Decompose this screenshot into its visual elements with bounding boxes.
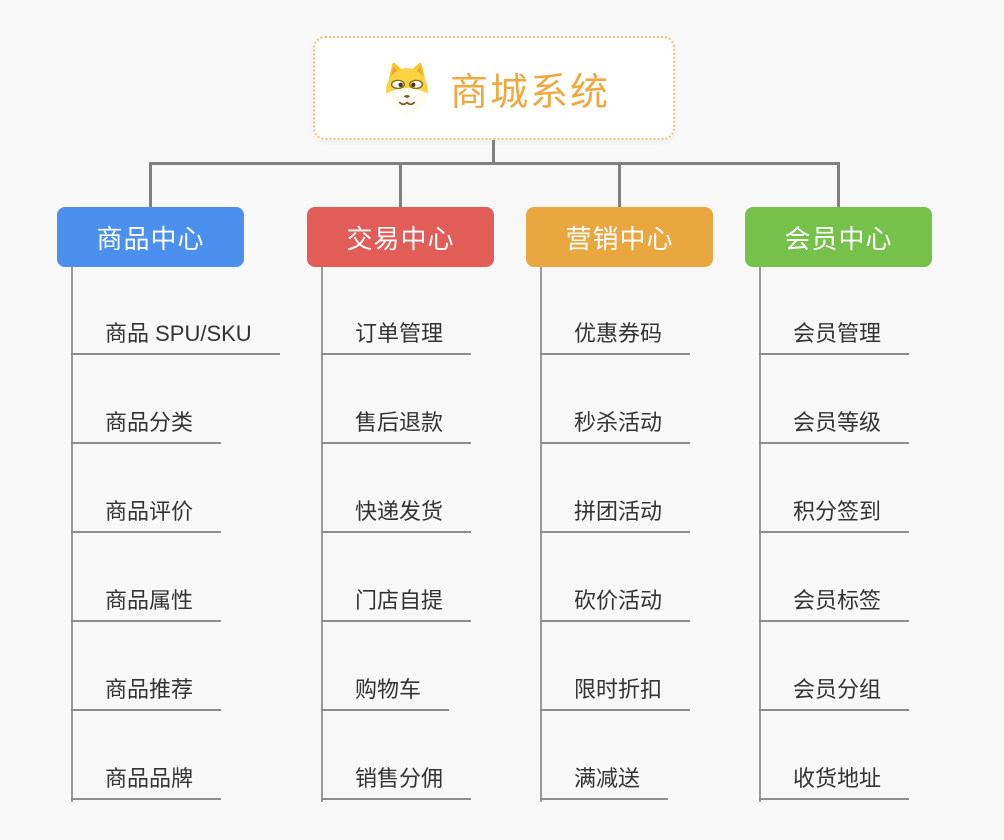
connector-bus [149,162,840,165]
branch-trunk [540,267,542,802]
tree-item[interactable]: 秒杀活动 [540,406,691,444]
tree-item[interactable]: 商品品牌 [71,762,222,800]
tree-item[interactable]: 满减送 [540,762,669,800]
tree-item[interactable]: 收货地址 [759,762,910,800]
tree-item[interactable]: 限时折扣 [540,673,691,711]
tree-item[interactable]: 优惠券码 [540,317,691,355]
tree-item[interactable]: 拼团活动 [540,495,691,533]
branch-node-goods[interactable]: 商品中心 [57,207,244,267]
branch-trunk [321,267,323,802]
tree-item[interactable]: 订单管理 [321,317,472,355]
tree-item[interactable]: 会员管理 [759,317,910,355]
branch-column-trade: 交易中心 订单管理 售后退款 快递发货 门店自提 购物车 销售分佣 [307,0,567,840]
tree-item[interactable]: 商品评价 [71,495,222,533]
tree-item[interactable]: 砍价活动 [540,584,691,622]
root-node[interactable]: 商城系统 [313,36,675,140]
tree-item[interactable]: 商品推荐 [71,673,222,711]
connector-stem [492,140,495,164]
branch-trunk [71,267,73,802]
tree-item[interactable]: 会员分组 [759,673,910,711]
connector-drop [837,162,840,208]
tree-item[interactable]: 门店自提 [321,584,472,622]
connector-drop [399,162,402,208]
tree-item[interactable]: 购物车 [321,673,450,711]
connector-drop [149,162,152,208]
root-title: 商城系统 [449,71,610,114]
branch-node-trade[interactable]: 交易中心 [307,207,494,267]
tree-item[interactable]: 商品分类 [71,406,222,444]
branch-column-members: 会员中心 会员管理 会员等级 积分签到 会员标签 会员分组 收货地址 [745,0,1004,840]
branch-node-marketing[interactable]: 营销中心 [526,207,713,267]
connector-drop [618,162,621,208]
tree-item[interactable]: 积分签到 [759,495,910,533]
branch-trunk [759,267,761,802]
branch-column-marketing: 营销中心 优惠券码 秒杀活动 拼团活动 砍价活动 限时折扣 满减送 [526,0,786,840]
tree-item[interactable]: 会员等级 [759,406,910,444]
tree-item[interactable]: 售后退款 [321,406,472,444]
branch-column-goods: 商品中心 商品 SPU/SKU 商品分类 商品评价 商品属性 商品推荐 商品品牌 [57,0,317,840]
dog-face-icon [386,62,428,114]
branch-node-members[interactable]: 会员中心 [745,207,932,267]
tree-item[interactable]: 销售分佣 [321,762,472,800]
tree-item[interactable]: 商品 SPU/SKU [71,317,280,355]
tree-item[interactable]: 快递发货 [321,495,472,533]
tree-item[interactable]: 会员标签 [759,584,910,622]
tree-item[interactable]: 商品属性 [71,584,222,622]
